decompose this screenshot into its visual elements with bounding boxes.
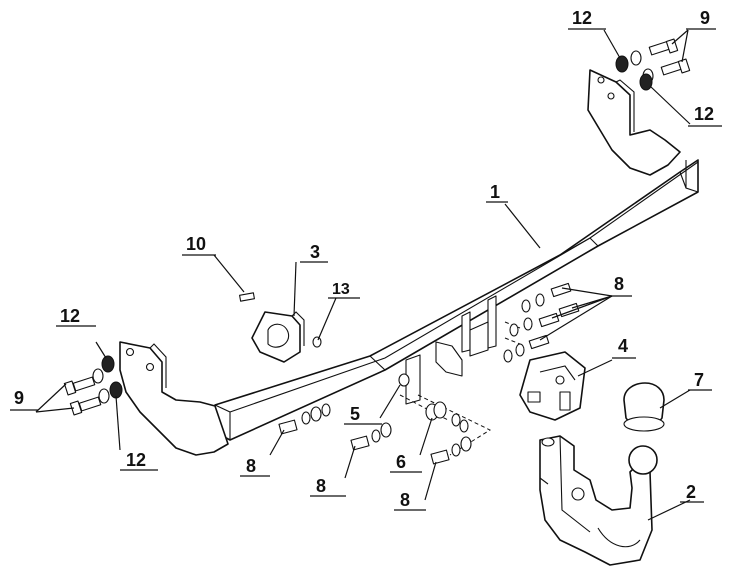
bolts-bottom-center <box>239 292 472 465</box>
socket-bracket <box>251 311 305 363</box>
callout-labels: 1 3 10 13 8 4 7 2 5 6 8 8 8 12 9 12 12 <box>10 8 722 511</box>
callout-8-center-left: 8 <box>316 476 326 496</box>
callout-2: 2 <box>686 482 696 502</box>
callout-12-left-top: 12 <box>60 306 80 326</box>
callout-9-top: 9 <box>700 8 710 28</box>
left-side-bracket <box>119 341 229 456</box>
leader-lines <box>35 29 691 521</box>
callout-5: 5 <box>350 404 360 424</box>
callout-12-top-left: 12 <box>572 8 592 28</box>
towball-cover <box>623 382 665 432</box>
callout-8-left: 8 <box>246 456 256 476</box>
callout-6: 6 <box>396 452 406 472</box>
callout-4: 4 <box>618 336 628 356</box>
towball-neck <box>539 435 658 566</box>
callout-3: 3 <box>310 242 320 262</box>
callout-12-top-right: 12 <box>694 104 714 124</box>
callout-1: 1 <box>490 182 500 202</box>
callout-10: 10 <box>186 234 206 254</box>
callout-13: 13 <box>332 281 350 298</box>
callout-9-left: 9 <box>14 388 24 408</box>
right-side-bracket <box>587 69 681 176</box>
bolts-left <box>63 355 123 416</box>
electrical-socket <box>519 351 586 421</box>
callout-7: 7 <box>694 370 704 390</box>
callout-8-center-right: 8 <box>400 490 410 510</box>
bolts-top-right <box>615 38 691 91</box>
callout-12-left-bottom: 12 <box>126 450 146 470</box>
callout-8-right: 8 <box>614 274 624 294</box>
center-mount-plates <box>405 295 497 405</box>
